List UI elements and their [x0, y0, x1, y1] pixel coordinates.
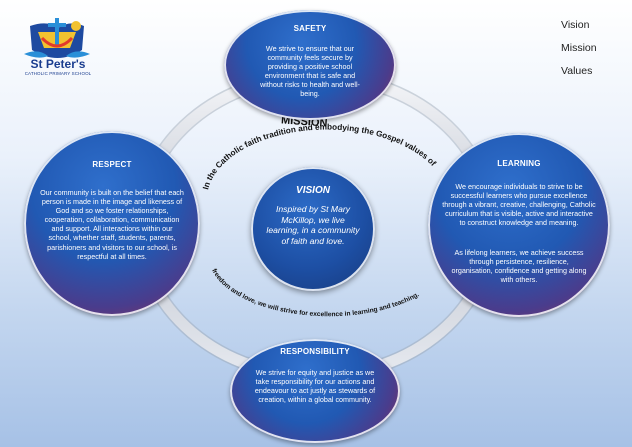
- respect-title: RESPECT: [92, 160, 132, 169]
- school-crest-icon: [24, 18, 90, 58]
- responsibility-title: RESPONSIBILITY: [280, 347, 350, 356]
- vision-circle: VISION Inspired by St Mary McKillop, we …: [251, 167, 375, 291]
- learning-title: LEARNING: [497, 159, 541, 168]
- learning-text: We encourage individuals to strive to be…: [442, 182, 596, 228]
- learning-circle: LEARNING We encourage individuals to str…: [428, 133, 610, 317]
- school-subtitle: CATHOLIC PRIMARY SCHOOL: [24, 71, 92, 76]
- safety-title: SAFETY: [293, 24, 327, 33]
- nav-item-mission[interactable]: Mission: [561, 42, 597, 54]
- vision-text: Inspired by St Mary McKillop, we live le…: [266, 204, 360, 246]
- respect-text: Our community is built on the belief tha…: [40, 188, 184, 261]
- nav-item-vision[interactable]: Vision: [561, 19, 590, 31]
- respect-circle: RESPECT Our community is built on the be…: [24, 131, 200, 316]
- school-name: St Peter's: [30, 57, 86, 71]
- learning-text-2: As lifelong learners, we achieve success…: [451, 248, 587, 285]
- responsibility-text: We strive for equity and justice as we t…: [254, 368, 376, 405]
- vision-title: VISION: [296, 185, 330, 196]
- safety-circle: SAFETY We strive to ensure that our comm…: [224, 10, 396, 120]
- responsibility-circle: RESPONSIBILITY We strive for equity and …: [230, 339, 400, 443]
- nav-item-values[interactable]: Values: [561, 65, 593, 77]
- safety-text: We strive to ensure that our community f…: [260, 44, 360, 99]
